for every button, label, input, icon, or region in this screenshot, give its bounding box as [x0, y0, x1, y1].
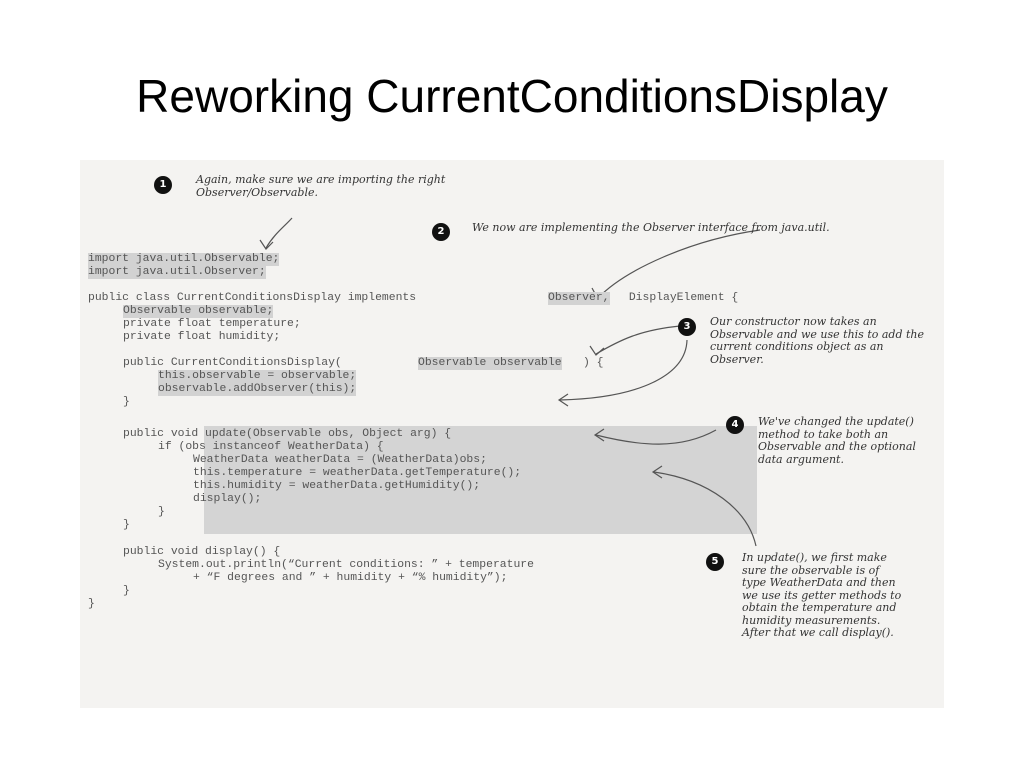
code-line: System.out.println(“Current conditions: … — [158, 559, 534, 571]
code-line: private float temperature; — [123, 318, 301, 330]
annotation-marker-5: 5 — [706, 553, 724, 571]
annotation-note-4: We've changed the update() method to tak… — [758, 415, 916, 466]
annotation-note-1: Again, make sure we are importing the ri… — [196, 173, 446, 199]
code-line: } — [123, 519, 130, 531]
arrow-5 — [653, 471, 757, 547]
code-line: Observable observable — [418, 357, 562, 370]
code-line: observable.addObserver(this); — [158, 383, 357, 396]
annotation-marker-3: 3 — [678, 318, 696, 336]
arrow-1 — [265, 217, 293, 249]
annotation-note-3: Our constructor now takes an Observable … — [710, 315, 925, 366]
code-line: private float humidity; — [123, 331, 281, 343]
annotation-marker-2: 2 — [432, 223, 450, 241]
arrow-1-head — [259, 239, 274, 250]
arrow-5-head — [651, 465, 663, 479]
code-line: ) { — [583, 357, 604, 369]
annotation-note-2: We now are implementing the Observer int… — [472, 221, 830, 234]
annotation-marker-4: 4 — [726, 416, 744, 434]
arrow-2 — [597, 229, 761, 299]
annotation-marker-1: 1 — [154, 176, 172, 194]
code-line: public void update(Observable obs, Objec… — [123, 428, 452, 440]
code-line: this.temperature = weatherData.getTemper… — [193, 467, 522, 479]
annotation-arrows — [259, 217, 761, 547]
code-line: } — [123, 585, 130, 597]
code-line: DisplayElement { — [622, 292, 739, 304]
code-line: + “F degrees and ” + humidity + “% humid… — [193, 572, 508, 584]
code-line: Observer, — [548, 292, 610, 305]
code-line: display(); — [193, 493, 262, 505]
arrow-3a — [595, 325, 681, 355]
arrow-3b — [559, 339, 688, 401]
code-line: public CurrentConditionsDisplay( — [123, 357, 342, 369]
slide-title: Reworking CurrentConditionsDisplay — [136, 70, 888, 122]
code-line: this.humidity = weatherData.getHumidity(… — [193, 480, 481, 492]
code-figure: import java.util.Observable; import java… — [80, 160, 944, 708]
code-line: Observable observable; — [123, 305, 274, 318]
code-line: import java.util.Observable; — [88, 253, 280, 266]
code-line: WeatherData weatherData = (WeatherData)o… — [193, 454, 487, 466]
annotation-note-5: In update(), we first make sure the obse… — [742, 551, 902, 639]
code-line: } — [123, 396, 130, 408]
code-line: public void display() { — [123, 546, 281, 558]
code-line: this.observable = observable; — [158, 370, 357, 383]
code-line: public class CurrentConditionsDisplay im… — [88, 292, 423, 304]
arrow-4 — [595, 429, 717, 445]
code-line: import java.util.Observer; — [88, 266, 266, 279]
arrow-3b-head — [557, 393, 569, 407]
code-line: if (obs instanceof WeatherData) { — [158, 441, 384, 453]
arrow-3a-head — [589, 345, 605, 356]
code-line: } — [158, 506, 165, 518]
code-line: } — [88, 598, 95, 610]
arrow-4-head — [593, 428, 605, 442]
